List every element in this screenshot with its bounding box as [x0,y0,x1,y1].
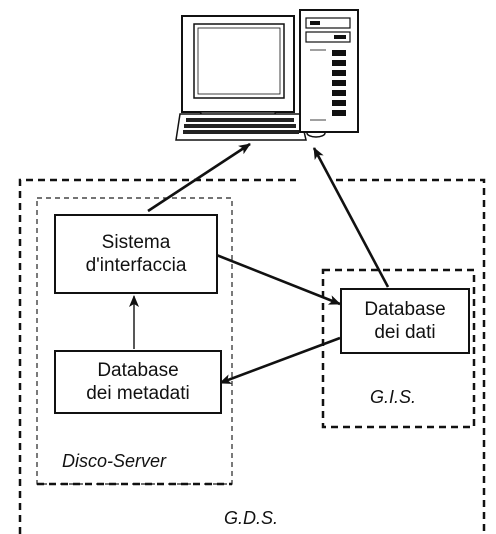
sistema-interfaccia-line-1: Sistema [101,232,171,253]
edge-sistema-to-workstation [147,142,251,213]
computer-workstation-icon [175,9,359,141]
edge-db-dati-to-workstation [312,147,390,288]
gds-boundary-left [18,178,296,534]
database-metadati-line-1: Database [97,360,179,381]
gds-boundary-right [336,178,486,534]
gds-label: G.D.S. [224,508,279,528]
sistema-interfaccia-line-2: d'interfaccia [85,255,187,276]
sistema-interfaccia-node: Sistema d'interfaccia [54,214,218,294]
database-dati-line-1: Database [364,299,446,320]
edge-db-dati-to-db-metadati [219,336,341,385]
database-dati-line-2: dei dati [374,322,436,343]
database-metadati-line-2: dei metadati [86,383,190,404]
disco-server-label: Disco-Server [62,451,167,471]
database-metadati-node: Database dei metadati [54,350,222,414]
gis-boundary [321,268,476,429]
database-dati-node: Database dei dati [340,288,470,354]
gis-label: G.I.S. [370,387,417,407]
edge-sistema-to-db-dati [213,252,341,306]
